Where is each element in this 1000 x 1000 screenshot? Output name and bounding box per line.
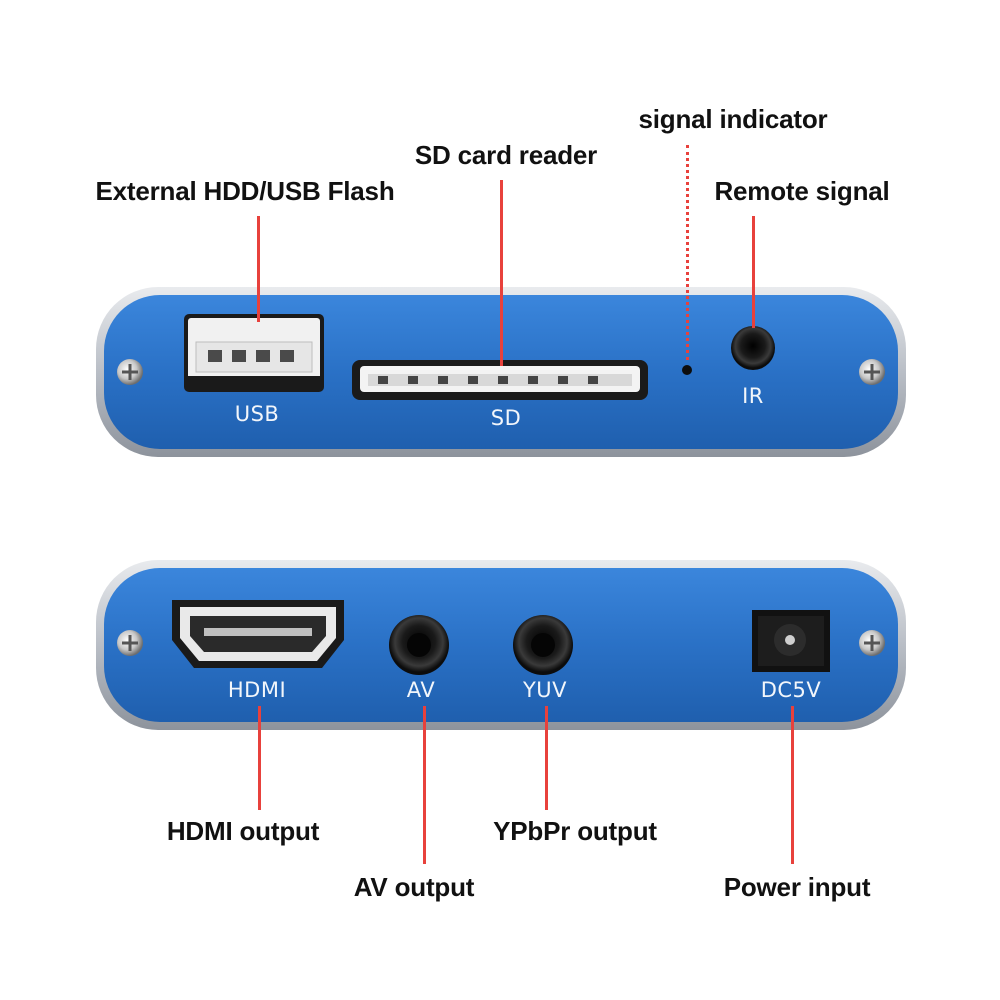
leader-line-av <box>423 706 426 864</box>
sd-card-slot <box>352 360 648 400</box>
dc-power-jack <box>752 610 830 672</box>
ir-receiver <box>731 326 775 370</box>
yuv-jack <box>513 615 573 675</box>
av-jack-label: AV <box>406 678 436 702</box>
screw-icon <box>117 359 143 385</box>
front-panel <box>96 287 906 457</box>
leader-line-remote <box>752 216 755 328</box>
ir-label: IR <box>742 384 764 408</box>
leader-line-power <box>791 706 794 864</box>
signal-indicator-led <box>682 365 692 375</box>
usb-port <box>184 314 324 392</box>
callout-hdmi: HDMI output <box>166 816 320 846</box>
leader-line-signal <box>686 145 689 360</box>
hdmi-port <box>172 600 344 668</box>
screw-icon <box>117 630 143 656</box>
usb-port-label: USB <box>234 402 280 426</box>
leader-line-ypbpr <box>545 706 548 810</box>
callout-usb: External HDD/USB Flash <box>95 176 395 206</box>
dc-jack-label: DC5V <box>760 678 822 702</box>
av-jack <box>389 615 449 675</box>
leader-line-sd <box>500 180 503 366</box>
yuv-jack-label: YUV <box>522 678 568 702</box>
callout-av: AV output <box>353 872 475 902</box>
leader-line-hdmi <box>258 706 261 810</box>
sd-slot-label: SD <box>490 406 522 430</box>
screw-icon <box>859 359 885 385</box>
callout-ypbpr: YPbPr output <box>493 816 657 846</box>
callout-remote: Remote signal <box>714 176 890 206</box>
hdmi-port-label: HDMI <box>227 678 287 702</box>
callout-sd: SD card reader <box>414 140 598 170</box>
callout-signal: signal indicator <box>638 104 828 134</box>
rear-panel <box>96 560 906 730</box>
screw-icon <box>859 630 885 656</box>
callout-power: Power input <box>723 872 871 902</box>
leader-line-usb <box>257 216 260 322</box>
